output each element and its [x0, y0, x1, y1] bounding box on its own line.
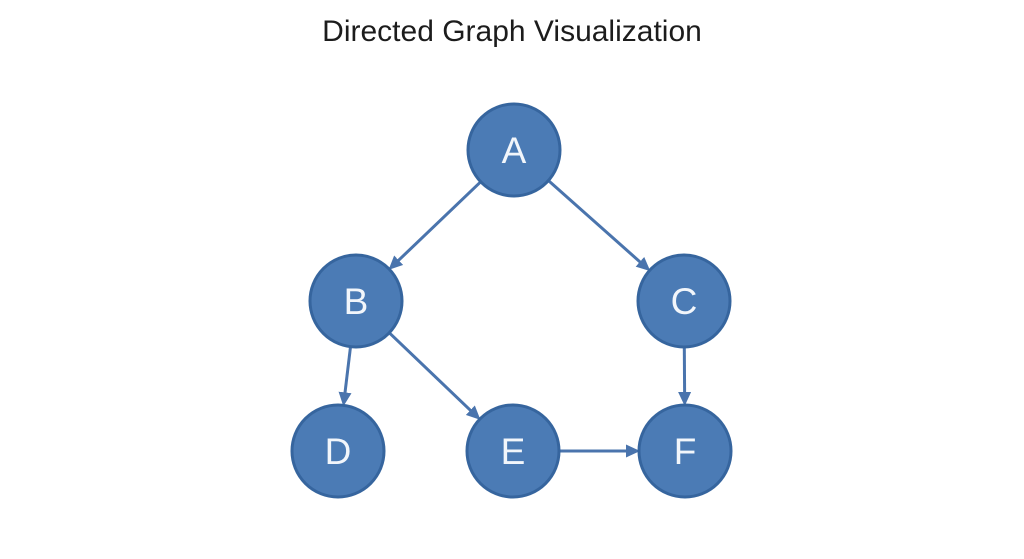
edge-A-B [388, 180, 483, 270]
edge-A-C [546, 178, 651, 272]
page-title: Directed Graph Visualization [322, 15, 702, 48]
node-E [465, 403, 561, 499]
node-B [308, 253, 404, 349]
node-C [636, 253, 732, 349]
node-F [637, 403, 733, 499]
edge-B-D [338, 345, 353, 407]
node-D [290, 403, 386, 499]
node-A [466, 102, 562, 198]
edge-B-E [387, 331, 481, 420]
